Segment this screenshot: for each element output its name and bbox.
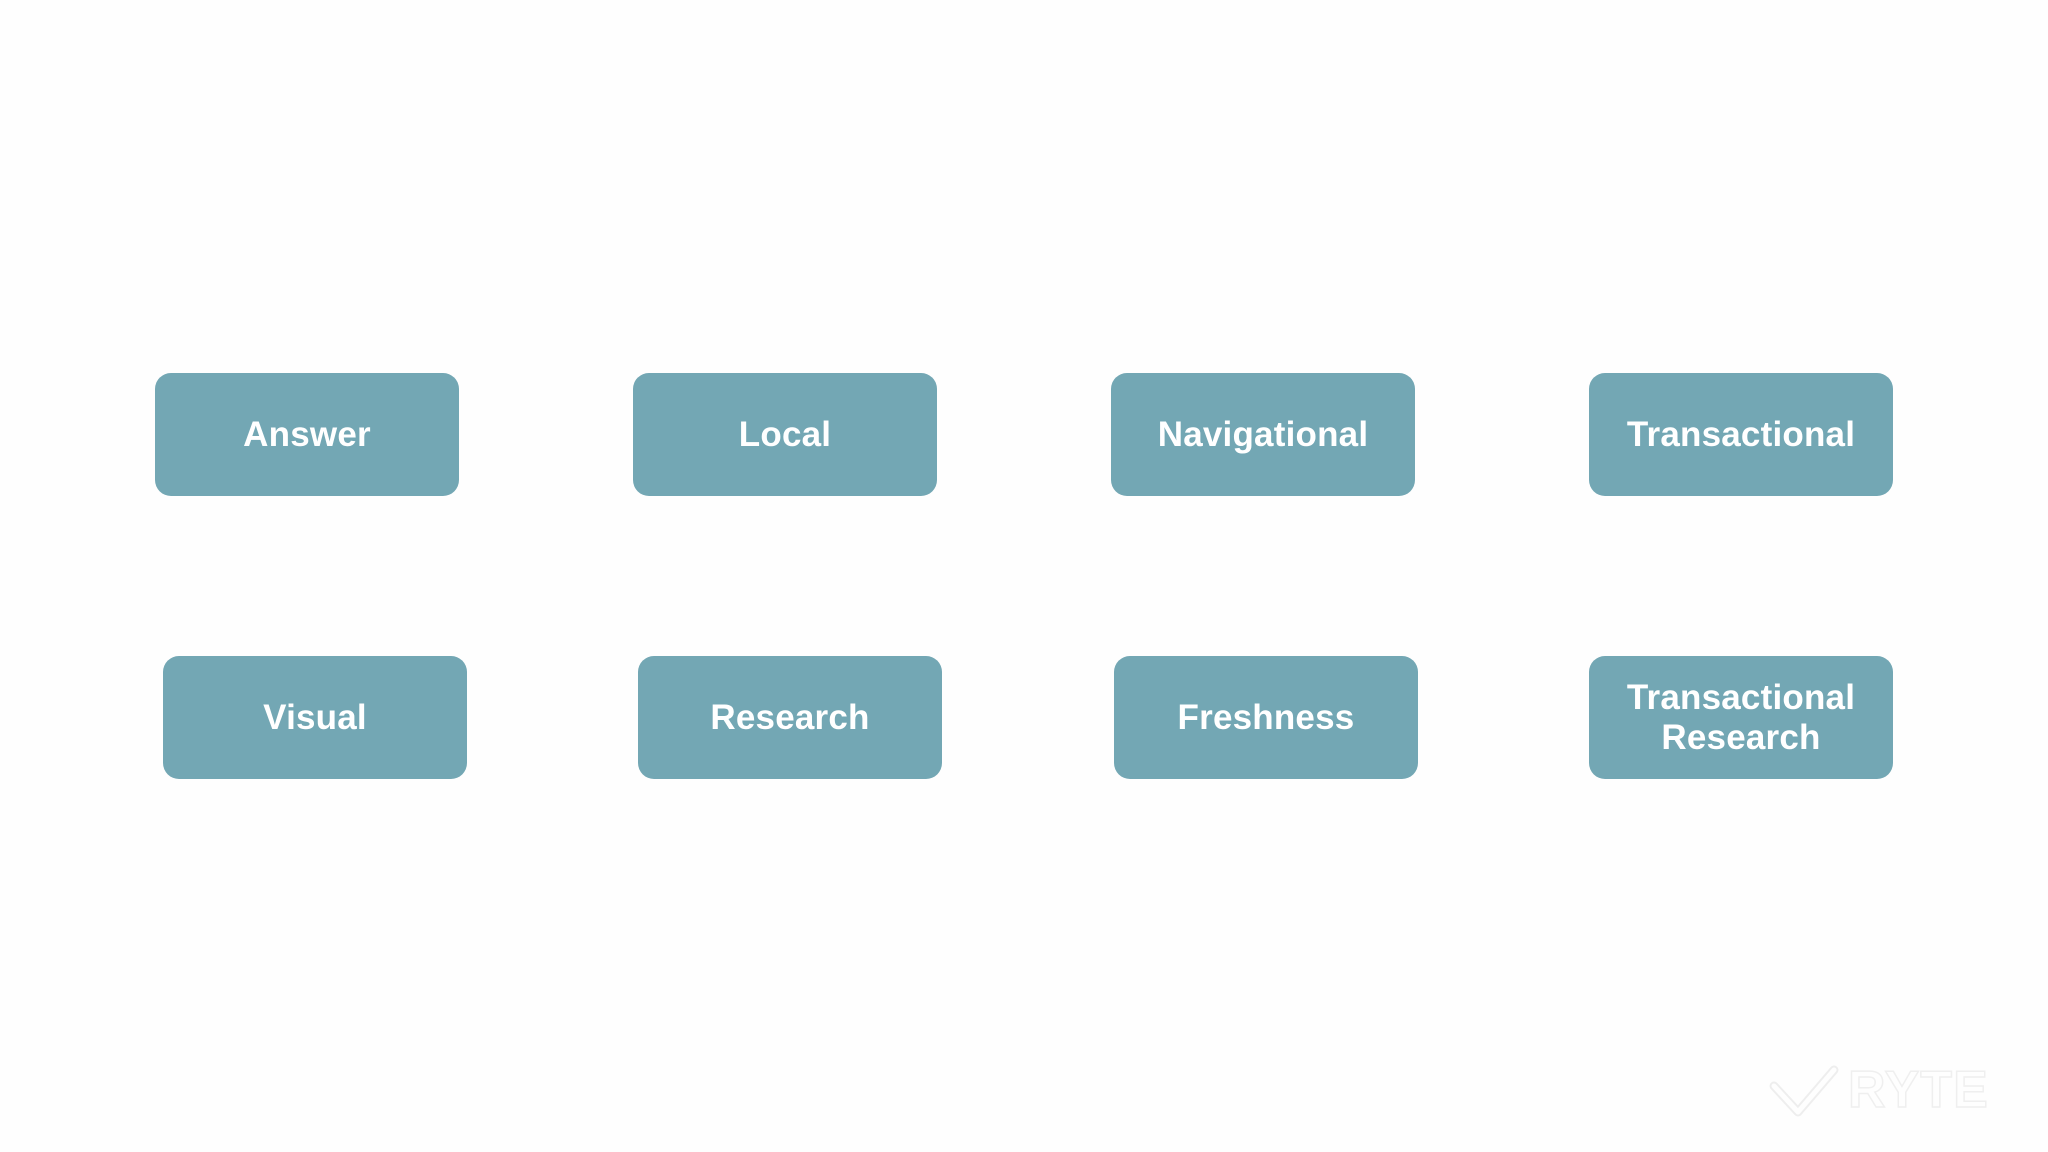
ryte-watermark: RYTE bbox=[1768, 1058, 2018, 1122]
category-label: Freshness bbox=[1177, 697, 1355, 737]
category-label: Local bbox=[738, 414, 832, 454]
category-box-navigational: Navigational bbox=[1111, 373, 1415, 496]
category-box-transactional-research: Transactional Research bbox=[1589, 656, 1893, 779]
category-box-local: Local bbox=[633, 373, 937, 496]
ryte-logo-icon bbox=[1768, 1058, 1840, 1122]
category-box-answer: Answer bbox=[155, 373, 459, 496]
category-label: Visual bbox=[263, 697, 367, 737]
category-box-research: Research bbox=[638, 656, 942, 779]
category-box-visual: Visual bbox=[163, 656, 467, 779]
category-label: Research bbox=[710, 697, 870, 737]
category-box-transactional: Transactional bbox=[1589, 373, 1893, 496]
category-label: Transactional Research bbox=[1626, 677, 1856, 757]
category-label: Navigational bbox=[1157, 414, 1369, 454]
watermark-text: RYTE bbox=[1847, 1060, 1989, 1120]
category-box-freshness: Freshness bbox=[1114, 656, 1418, 779]
category-label: Transactional bbox=[1626, 414, 1856, 454]
category-label: Answer bbox=[243, 414, 371, 454]
